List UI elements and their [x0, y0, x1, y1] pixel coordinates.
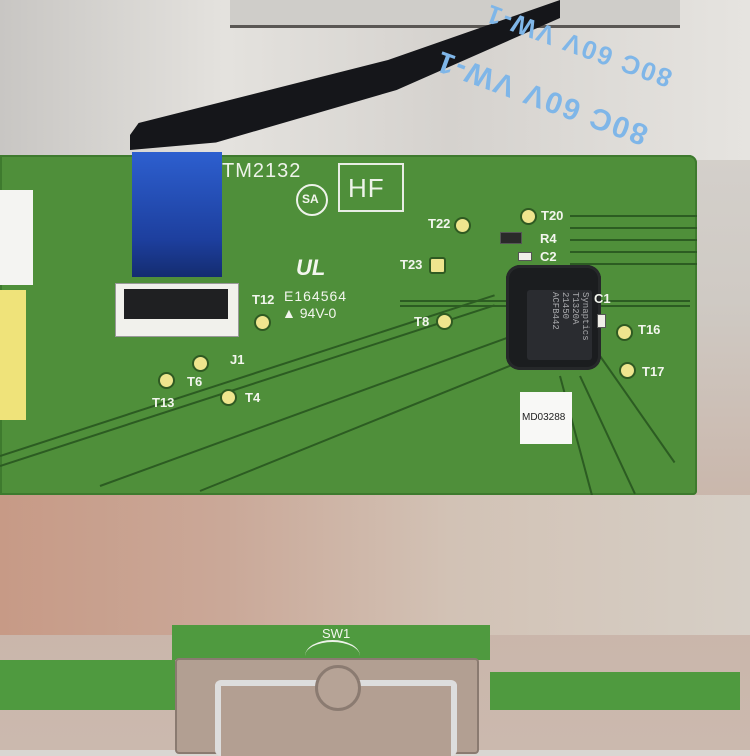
controller-chip-die	[527, 290, 592, 360]
chip-line-4: ACFB442	[550, 292, 560, 330]
pcb-trace	[570, 215, 697, 217]
test-point-label-t4: T4	[245, 390, 261, 405]
test-point-label-t20: T20	[541, 208, 564, 223]
sticker-text: MD03288	[522, 412, 566, 423]
fpc-connector-latch	[124, 289, 228, 319]
white-label-pad	[0, 190, 33, 285]
test-point-label-t17: T17	[642, 364, 665, 379]
test-point-t13	[158, 372, 175, 389]
metal-plate-lower	[0, 495, 750, 635]
hf-mark-text: HF	[348, 173, 385, 203]
test-point-label-t6: T6	[187, 374, 203, 389]
pcb-trace	[570, 251, 697, 253]
component-ref-r4: R4	[540, 231, 557, 246]
ribbon-stiffener	[132, 152, 222, 277]
capacitor-c2	[518, 252, 532, 261]
chip-line-2: T1320A	[570, 292, 580, 325]
test-point-t12	[254, 314, 271, 331]
pcb-strip-right	[490, 672, 740, 710]
test-point-t16	[616, 324, 633, 341]
chip-line-1: Synaptics	[580, 292, 590, 341]
test-point-t6	[192, 355, 209, 372]
pcb-model-label: TM2132	[222, 160, 302, 182]
test-point-label-t13: T13	[152, 395, 175, 410]
test-point-label-t8: T8	[414, 314, 430, 329]
pcb-trace	[570, 239, 697, 241]
test-point-label-t16: T16	[638, 322, 661, 337]
pcb-trace	[570, 227, 697, 229]
ul-mark-icon: UL	[296, 255, 326, 280]
csa-mark-icon: SA	[296, 184, 328, 216]
click-plate-dome	[315, 665, 361, 711]
test-point-t17	[619, 362, 636, 379]
switch-ref-sw1: SW1	[322, 626, 351, 641]
test-point-label-t12: T12	[252, 292, 275, 307]
test-point-label-t23: T23	[400, 257, 423, 272]
resistor-r4	[500, 232, 522, 244]
yellow-label-pad	[0, 290, 26, 420]
test-point-t4	[220, 389, 237, 406]
flammability-rating: ▲ 94V-0	[282, 305, 337, 321]
switch-outline-arc	[305, 640, 360, 672]
component-ref-c2: C2	[540, 249, 557, 264]
flammability-text: 94V-0	[299, 305, 337, 321]
csa-mark-text: SA	[302, 192, 319, 206]
test-point-t23	[429, 257, 446, 274]
pcb-strip-left	[0, 660, 175, 710]
chip-line-3: 21450	[560, 292, 570, 320]
test-point-t20	[520, 208, 537, 225]
pcb-trace	[570, 263, 697, 265]
serial-sticker: MD03288	[520, 392, 572, 444]
test-point-t22	[454, 217, 471, 234]
metal-bracket	[230, 0, 680, 28]
test-point-t8	[436, 313, 453, 330]
component-ref-c1: C1	[594, 291, 611, 306]
ul-file-number: E164564	[284, 288, 348, 304]
hf-mark: HF	[338, 163, 404, 212]
test-point-label-t22: T22	[428, 216, 451, 231]
capacitor-c1	[597, 314, 606, 328]
connector-ref-j1: J1	[230, 352, 245, 367]
